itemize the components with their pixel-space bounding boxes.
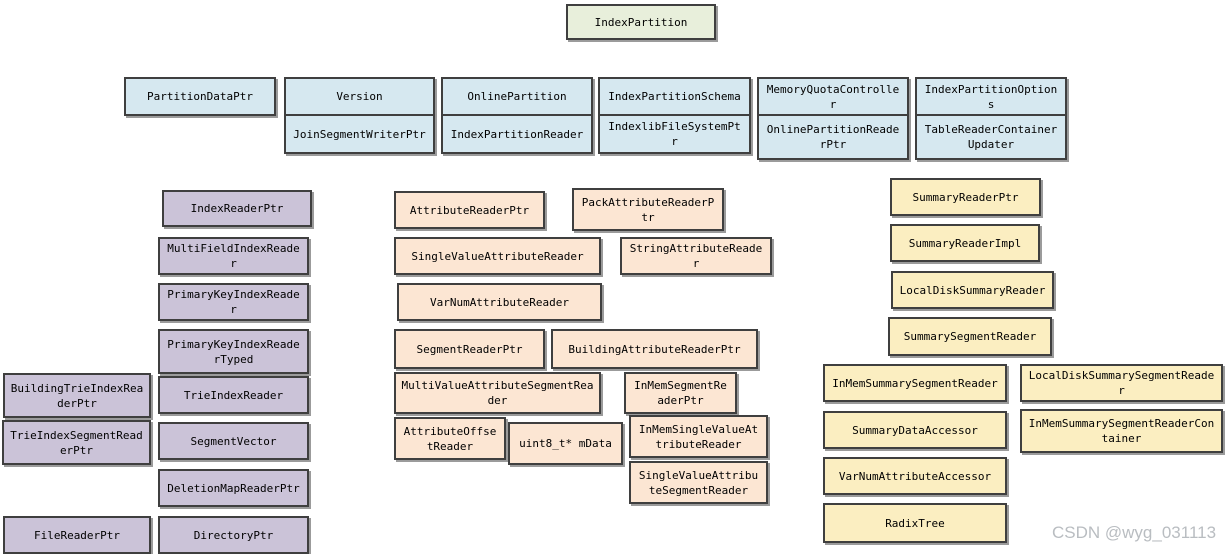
- node-label-indexpartitionoptions: IndexPartitionOptions: [924, 82, 1058, 111]
- node-label-filereaderptr: FileReaderPtr: [33, 528, 121, 542]
- node-label-packattributereaderptr: PackAttributeReaderPtr: [581, 195, 715, 224]
- node-buildingtrieindexreaderptr: BuildingTrieIndexReaderPtr: [3, 373, 151, 418]
- watermark-text: CSDN @wyg_031113: [1052, 523, 1217, 542]
- node-label-multivalueattributesegmentreader: MultiValueAttributeSegmentReader: [401, 379, 594, 407]
- node-label-inmemsegmentreaderptr: InMemSegmentReaderPtr: [634, 379, 727, 407]
- node-label-inmemsummarysegmentreadercontainer: InMemSummarySegmentReaderContainer: [1028, 417, 1215, 445]
- node-label-joinsegmentwriterptr: JoinSegmentWriterPtr: [286, 114, 433, 152]
- node-segmentvector: SegmentVector: [158, 422, 309, 460]
- node-label-radixtree: RadixTree: [885, 516, 945, 530]
- node-label-indexpartitionschema: IndexPartitionSchema: [608, 90, 741, 103]
- node-label-version: Version: [336, 90, 383, 103]
- node-inmemsummarysegmentreadercontainer: InMemSummarySegmentReaderContainer: [1020, 409, 1223, 453]
- node-label-partitiondataptr: PartitionDataPtr: [147, 90, 253, 103]
- node-label-buildingattributereaderptr: BuildingAttributeReaderPtr: [568, 342, 741, 356]
- node-label-deletionmapreaderptr: DeletionMapReaderPtr: [167, 481, 300, 495]
- node-label-indexpartition: IndexPartition: [594, 15, 688, 29]
- node-multifieldindexreader: MultiFieldIndexReader: [158, 237, 309, 275]
- node-label-summarydataaccessor: SummaryDataAccessor: [852, 423, 978, 437]
- node-inmemsegmentreaderptr: InMemSegmentReaderPtr: [624, 372, 737, 414]
- node-label-tablereadercontainerupdater: TableReaderContainerUpdater: [917, 114, 1065, 158]
- node-primarykeyindexreader: PrimaryKeyIndexReader: [158, 283, 309, 321]
- node-buildingattributereaderptr: BuildingAttributeReaderPtr: [551, 329, 758, 369]
- node-singlevalueattributereader: SingleValueAttributeReader: [394, 237, 601, 275]
- node-label-varnumattributereader: VarNumAttributeReader: [429, 295, 570, 309]
- node-label-indexpartitionreader: IndexPartitionReader: [443, 114, 591, 152]
- node-label-indexlibfilesystemptr: IndexlibFileSystemPtr: [600, 114, 749, 152]
- node-label-localdisksummarysegmentreader: LocalDiskSummarySegmentReader: [1028, 369, 1215, 397]
- node-trieindexsegmentreaderptr: TrieIndexSegmentReaderPtr: [2, 420, 151, 465]
- node-label-buildingtrieindexreaderptr: BuildingTrieIndexReaderPtr: [10, 381, 144, 410]
- node-label-onlinepartitionreaderptr: OnlinePartitionReaderPtr: [759, 114, 907, 158]
- node-attributeoffsetreader: AttributeOffsetReader: [394, 417, 506, 460]
- node-label-summaryreaderimpl: SummaryReaderImpl: [908, 236, 1022, 250]
- node-label-onlinepartition: OnlinePartition: [467, 90, 567, 103]
- node-label-attributereaderptr: AttributeReaderPtr: [409, 203, 530, 217]
- node-varnumattributereader: VarNumAttributeReader: [397, 283, 602, 321]
- node-label-varnumattributeaccessor: VarNumAttributeAccessor: [838, 469, 992, 483]
- node-label-trieindexreader: TrieIndexReader: [183, 388, 284, 402]
- node-segmentreaderptr: SegmentReaderPtr: [394, 329, 545, 369]
- node-stringattributereader: StringAttributeReader: [620, 237, 772, 275]
- node-indexreaderptr: IndexReaderPtr: [162, 190, 312, 227]
- node-indexpartition: IndexPartition: [566, 4, 716, 40]
- node-label-summaryreaderptr: SummaryReaderPtr: [912, 190, 1019, 204]
- node-uint8-t-mdata: uint8_t* mData: [508, 422, 623, 465]
- node-summaryreaderptr: SummaryReaderPtr: [890, 178, 1041, 216]
- node-deletionmapreaderptr: DeletionMapReaderPtr: [158, 469, 309, 507]
- node-label-trieindexsegmentreaderptr: TrieIndexSegmentReaderPtr: [10, 428, 143, 457]
- node-label-summarysegmentreader: SummarySegmentReader: [903, 330, 1037, 343]
- node-packattributereaderptr: PackAttributeReaderPtr: [572, 188, 724, 231]
- node-label-stringattributereader: StringAttributeReader: [629, 242, 763, 270]
- node-localdisksummarysegmentreader: LocalDiskSummarySegmentReader: [1020, 364, 1223, 402]
- node-label-indexreaderptr: IndexReaderPtr: [190, 202, 284, 215]
- node-label-uint8-t-mdata: uint8_t* mData: [519, 437, 612, 450]
- node-singlevalueattributesegmentreader: SingleValueAttributeSegmentReader: [629, 461, 768, 504]
- node-label-singlevalueattributesegmentreader: SingleValueAttributeSegmentReader: [638, 468, 759, 497]
- node-radixtree: RadixTree: [823, 503, 1007, 543]
- node-varnumattributeaccessor: VarNumAttributeAccessor: [823, 457, 1007, 495]
- node-label-singlevalueattributereader: SingleValueAttributeReader: [411, 249, 584, 263]
- node-label-attributeoffsetreader: AttributeOffsetReader: [403, 424, 497, 453]
- node-primarykeyindexreadertyped: PrimaryKeyIndexReaderTyped: [158, 329, 309, 374]
- node-multivalueattributesegmentreader: MultiValueAttributeSegmentReader: [394, 372, 601, 414]
- node-partitiondataptr: PartitionDataPtr: [124, 77, 276, 116]
- node-inmemsummarysegmentreader: InMemSummarySegmentReader: [823, 364, 1007, 402]
- node-summaryreaderimpl: SummaryReaderImpl: [890, 224, 1040, 262]
- node-summarydataaccessor: SummaryDataAccessor: [823, 411, 1007, 449]
- node-label-inmemsummarysegmentreader: InMemSummarySegmentReader: [832, 376, 998, 390]
- node-filereaderptr: FileReaderPtr: [3, 516, 151, 554]
- node-directoryptr: DirectoryPtr: [158, 516, 309, 554]
- node-label-primarykeyindexreader: PrimaryKeyIndexReader: [167, 288, 300, 316]
- node-summarysegmentreader: SummarySegmentReader: [888, 317, 1052, 356]
- node-label-localdisksummaryreader: LocalDiskSummaryReader: [899, 283, 1046, 297]
- node-label-segmentvector: SegmentVector: [190, 434, 277, 448]
- node-localdisksummaryreader: LocalDiskSummaryReader: [891, 271, 1054, 309]
- node-label-memoryquotacontroller: MemoryQuotaController: [766, 82, 900, 111]
- node-label-directoryptr: DirectoryPtr: [193, 528, 274, 542]
- node-inmemsinglevalueattributereader: InMemSingleValueAttributeReader: [629, 415, 768, 458]
- node-trieindexreader: TrieIndexReader: [158, 376, 309, 414]
- node-label-primarykeyindexreadertyped: PrimaryKeyIndexReaderTyped: [167, 337, 300, 366]
- node-attributereaderptr: AttributeReaderPtr: [394, 191, 545, 229]
- node-label-multifieldindexreader: MultiFieldIndexReader: [167, 242, 300, 270]
- node-label-inmemsinglevalueattributereader: InMemSingleValueAttributeReader: [638, 422, 759, 451]
- node-label-segmentreaderptr: SegmentReaderPtr: [416, 342, 523, 356]
